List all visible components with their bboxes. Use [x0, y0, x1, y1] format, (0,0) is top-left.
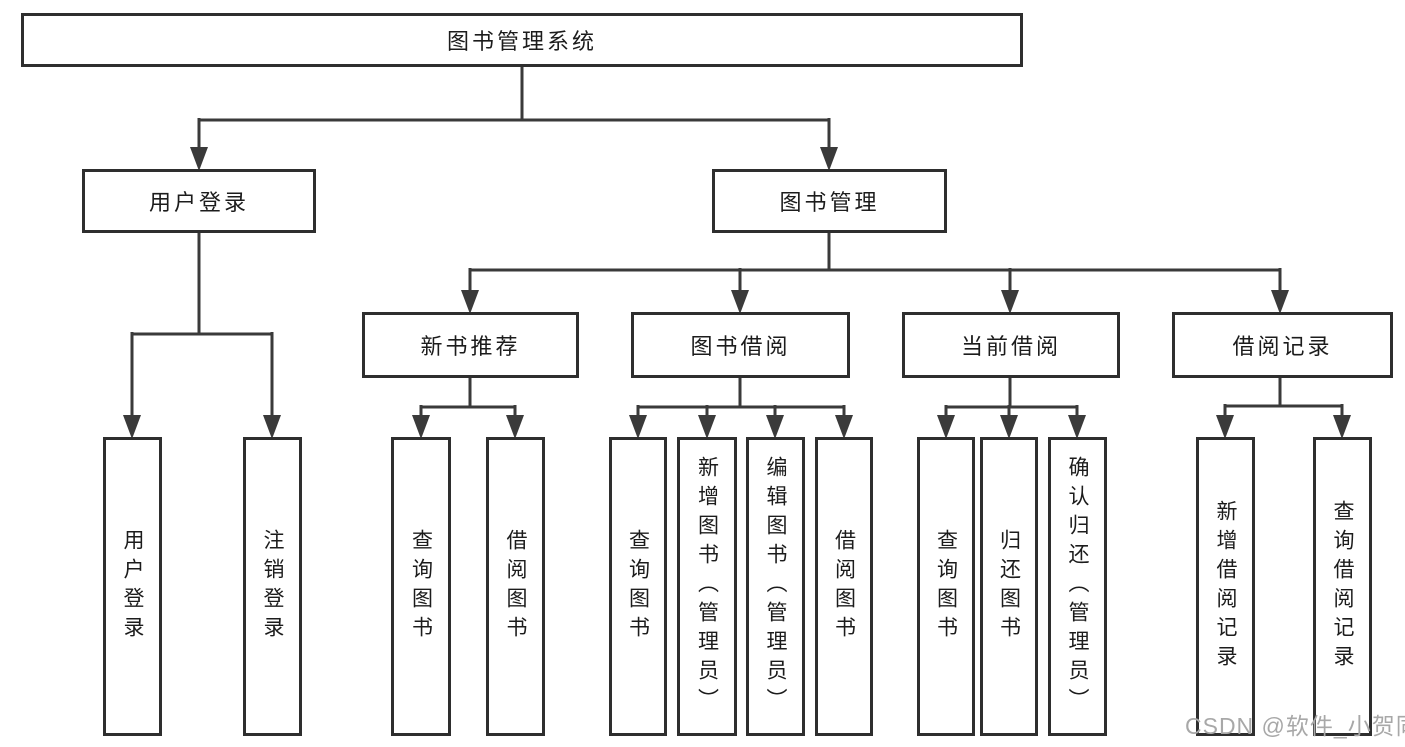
- node-book-management: 图书管理: [712, 169, 947, 233]
- node-edit-book-admin: 编辑图书（管理员）: [746, 437, 805, 736]
- node-borrowing-records: 借阅记录: [1172, 312, 1393, 378]
- node-new-book-recommend: 新书推荐: [362, 312, 579, 378]
- node-logout: 注销登录: [243, 437, 302, 736]
- node-user-login-group: 用户登录: [82, 169, 316, 233]
- node-root-system: 图书管理系统: [21, 13, 1023, 67]
- node-borrow-book-under-newbook: 借阅图书: [486, 437, 545, 736]
- node-query-book-under-borrowing: 查询图书: [609, 437, 667, 736]
- node-query-book-under-newbook: 查询图书: [391, 437, 451, 736]
- node-return-book: 归还图书: [980, 437, 1038, 736]
- node-query-book-under-current: 查询图书: [917, 437, 975, 736]
- node-query-borrow-record: 查询借阅记录: [1313, 437, 1372, 736]
- node-add-book-admin: 新增图书（管理员）: [677, 437, 737, 736]
- node-user-login-leaf: 用户登录: [103, 437, 162, 736]
- node-book-borrowing: 图书借阅: [631, 312, 850, 378]
- node-add-borrow-record: 新增借阅记录: [1196, 437, 1255, 736]
- csdn-watermark: CSDN @软件_小贺同学: [1185, 713, 1405, 739]
- node-borrow-book-under-borrowing: 借阅图书: [815, 437, 873, 736]
- node-confirm-return-admin: 确认归还（管理员）: [1048, 437, 1107, 736]
- node-current-borrowing: 当前借阅: [902, 312, 1120, 378]
